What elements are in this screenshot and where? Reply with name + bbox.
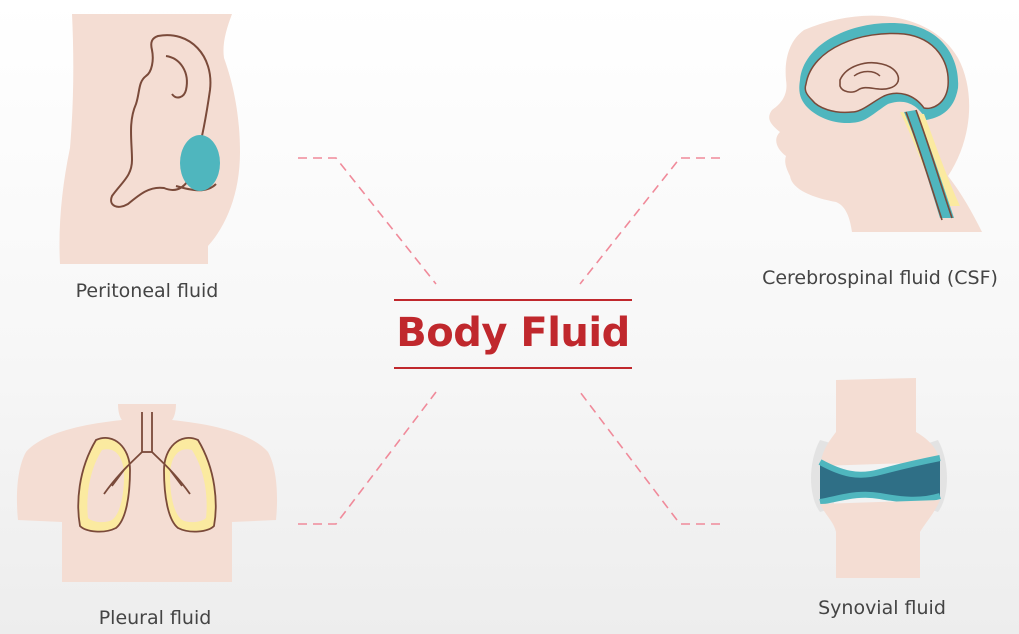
title-block: Body Fluid <box>386 299 640 371</box>
abdomen-icon <box>59 14 240 264</box>
label-cerebrospinal-fluid: Cerebrospinal fluid (CSF) <box>742 266 1018 290</box>
connector-synovial <box>580 392 720 524</box>
title-top-rule <box>394 299 632 301</box>
peritoneal-fluid-icon <box>180 135 220 191</box>
chest-lungs-icon <box>17 404 277 582</box>
label-peritoneal-fluid: Peritoneal fluid <box>52 279 242 303</box>
connector-pleural <box>298 392 436 524</box>
label-pleural-fluid: Pleural fluid <box>70 606 240 630</box>
diagram-title: Body Fluid <box>386 307 640 359</box>
knee-joint-icon <box>811 378 947 578</box>
head-brain-icon <box>769 16 982 232</box>
connector-csf <box>580 158 720 284</box>
connector-peritoneal <box>298 158 436 284</box>
label-synovial-fluid: Synovial fluid <box>800 596 964 620</box>
title-bottom-rule <box>394 367 632 369</box>
